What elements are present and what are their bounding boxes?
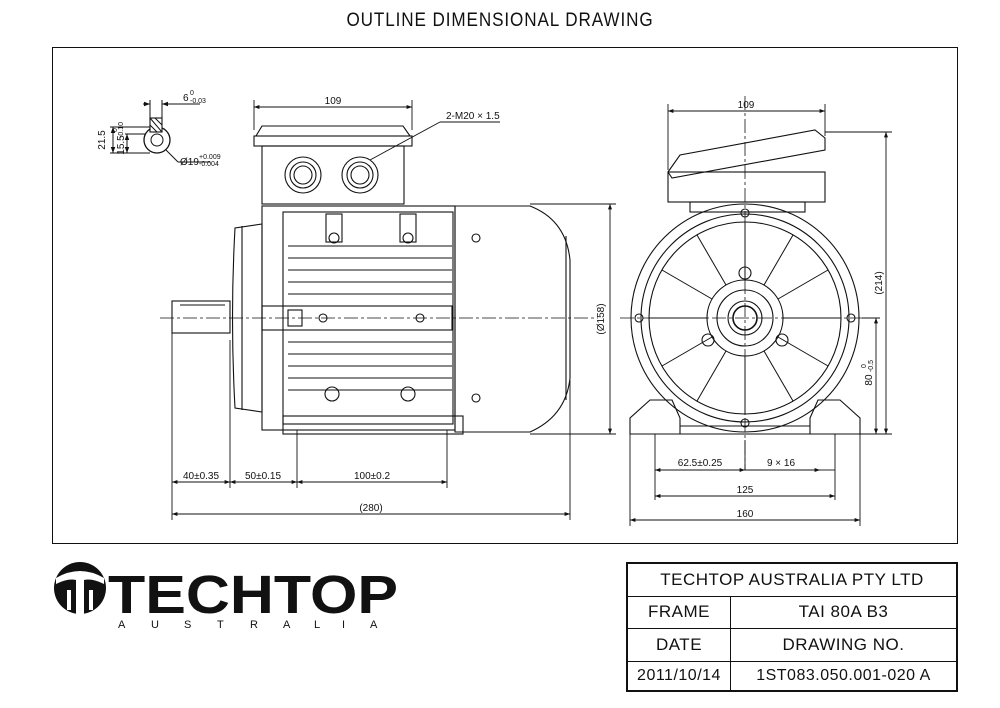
drawing-no-label: DRAWING NO. bbox=[730, 628, 957, 662]
half-a-label: 62.5±0.25 bbox=[678, 458, 723, 469]
date-value: 2011/10/14 bbox=[627, 660, 731, 692]
logo-subtitle-letter: L bbox=[314, 619, 320, 631]
key-width-tol-upper: 0 bbox=[190, 90, 194, 97]
key-depth-tol-upper: 0 bbox=[112, 128, 119, 132]
body-diameter-label: (Ø158) bbox=[596, 303, 607, 334]
shaft-dia-tol-upper: +0.009 bbox=[199, 154, 221, 161]
logo-subtitle-letter: I bbox=[342, 619, 345, 631]
a-dim-label: 125 bbox=[737, 485, 754, 496]
logo-subtitle-letter: A bbox=[370, 619, 378, 631]
logo-subtitle-letter: T bbox=[217, 619, 224, 631]
key-width-tol-lower: -0.03 bbox=[190, 98, 206, 105]
logo-name: TECHTOP bbox=[108, 565, 398, 625]
foot-width-label: 160 bbox=[737, 509, 754, 520]
drawing-no-value: 1ST083.050.001-020 A bbox=[730, 660, 957, 692]
logo-subtitle-letter: A bbox=[283, 619, 291, 631]
end-top-width-label: 109 bbox=[738, 100, 755, 111]
b-dim-label: 100±0.2 bbox=[354, 471, 391, 482]
key-height-label: 21.5 bbox=[97, 130, 108, 150]
side-view-dimension-lines bbox=[171, 100, 616, 520]
shaft-length-label: 40±0.35 bbox=[183, 471, 220, 482]
shaft-dia-tol-lower: -0.004 bbox=[199, 161, 219, 168]
hole-size-label: 9 × 16 bbox=[767, 458, 796, 469]
techtop-logo: TECHTOP A U S T R A L I A bbox=[54, 562, 398, 631]
end-view-dimension-lines bbox=[629, 104, 892, 526]
techtop-emblem-icon bbox=[54, 562, 106, 614]
title-block: TECHTOP AUSTRALIA PTY LTD FRAME TAI 80A … bbox=[626, 562, 958, 692]
c-dim-label: 50±0.15 bbox=[245, 471, 282, 482]
shaft-height-tol-upper: 0 bbox=[861, 364, 868, 368]
shaft-height-label: 80 bbox=[864, 374, 875, 386]
logo-subtitle-letter: S bbox=[184, 619, 191, 631]
logo-subtitle-letter: A bbox=[118, 619, 126, 631]
motor-side-view bbox=[171, 125, 571, 435]
logo-subtitle-letter: R bbox=[250, 619, 258, 631]
frame-value: TAI 80A B3 bbox=[730, 595, 957, 630]
logo-subtitle: A U S T R A L I A bbox=[118, 619, 378, 631]
company-name: TECHTOP AUSTRALIA PTY LTD bbox=[627, 563, 957, 597]
cable-gland-label: 2-M20 × 1.5 bbox=[446, 111, 500, 122]
logo-subtitle-letter: U bbox=[151, 619, 159, 631]
key-depth-label: 15.5 bbox=[116, 135, 127, 155]
shaft-height-tol-lower: -0.5 bbox=[868, 360, 875, 372]
side-top-width-label: 109 bbox=[325, 96, 342, 107]
total-length-label: (280) bbox=[359, 503, 382, 514]
frame-label: FRAME bbox=[627, 595, 731, 630]
drawing-frame bbox=[52, 47, 958, 544]
page-title: OUTLINE DIMENSIONAL DRAWING bbox=[346, 10, 654, 31]
date-label: DATE bbox=[627, 628, 731, 662]
height-total-label: (214) bbox=[874, 271, 885, 294]
key-depth-tol-lower: -0.10 bbox=[118, 122, 125, 138]
shaft-key-detail bbox=[110, 100, 210, 163]
key-width-label: 6 bbox=[183, 93, 189, 104]
shaft-dia-label: Ø19 bbox=[180, 157, 199, 168]
